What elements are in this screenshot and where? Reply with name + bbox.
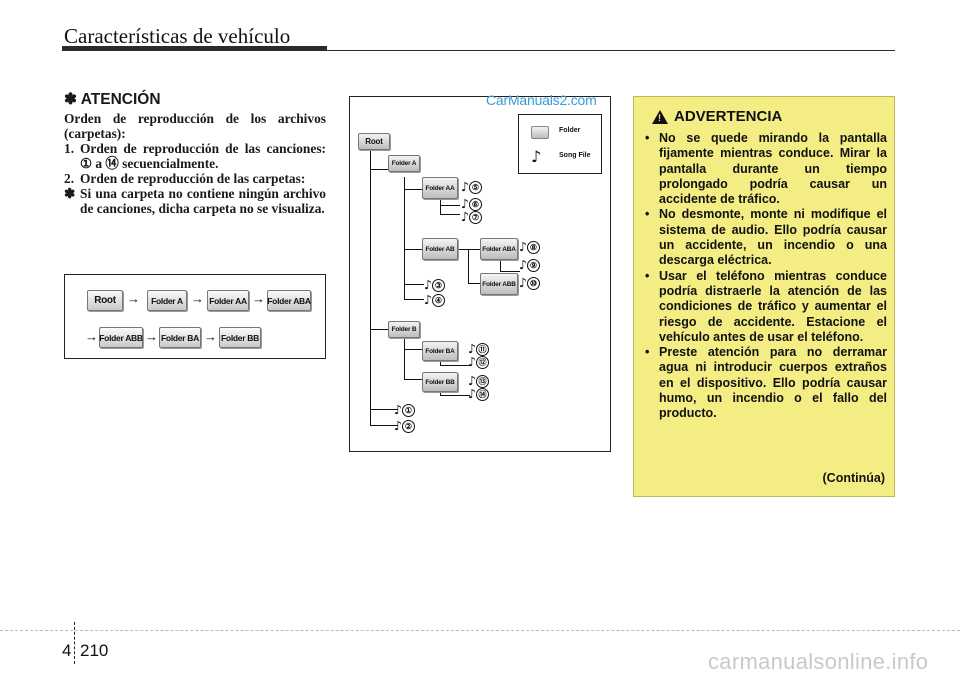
footer-separator [74,622,76,664]
page-header-title: Características de vehículo [64,24,291,48]
tree-line [440,214,460,215]
warning-heading: ! ADVERTENCIA [652,109,782,124]
flow-arrow: → [85,329,98,344]
tree-folder-root: Root [358,133,390,150]
warning-list: •No se quede mirando la pantalla fijamen… [643,131,887,422]
tree-line [370,425,398,426]
tree-line [404,299,424,300]
warning-item: •Usar el teléfono mientras conduce podrí… [645,268,887,344]
tree-song-3: ♪③ [424,278,445,292]
tree-line [442,249,480,250]
warning-title: ADVERTENCIA [674,108,783,125]
attention-title: ✽ ATENCIÓN [64,91,161,108]
tree-line [440,205,460,206]
tree-folder-bb: Folder BB [422,372,458,392]
tree-line [440,395,470,396]
flow-arrow: → [204,329,217,344]
continued-label: (Continúa) [822,471,885,485]
attention-intro: Orden de reproducción de los archivos (c… [64,111,326,141]
flow-folder-aba: Folder ABA [267,290,311,311]
tree-line [404,337,405,379]
tree-song-9: ♪⑨ [519,258,540,272]
tree-folder-a: Folder A [388,155,420,172]
tree-line [500,257,501,271]
tree-folder-aa: Folder AA [422,177,458,199]
tree-song-4: ♪④ [424,293,445,307]
flow-arrow: → [252,291,265,306]
tree-line [468,249,469,283]
tree-folder-abb: Folder ABB [480,273,518,295]
tree-line [404,284,424,285]
warning-item: •Preste atención para no derramar agua n… [645,345,887,421]
header-bar [62,46,327,51]
folder-tree-diagram: Root Folder A Folder AA Folder AB Folder… [349,96,611,452]
warning-item: •No se quede mirando la pantalla fijamen… [645,131,887,207]
tree-line [370,169,388,170]
tree-song-8: ♪⑧ [519,240,540,254]
tree-line [404,349,422,350]
folder-icon [531,126,549,139]
tree-line [500,271,520,272]
flow-arrow: → [127,291,140,306]
flow-folder-bb: Folder BB [219,327,261,348]
tree-line [404,189,422,190]
tree-line [404,177,405,299]
flow-folder-abb: Folder ABB [99,327,143,348]
attention-item-1: 1.Orden de reproducción de las canciones… [64,141,326,171]
flow-folder-root: Root [87,290,123,311]
attention-note: ✽ ATENCIÓN Orden de reproducción de los … [64,92,326,216]
flow-arrow: → [191,291,204,306]
tree-song-12: ♪⑫ [468,355,489,369]
tree-legend: Folder ♪ Song File [518,114,602,174]
flow-folder-a: Folder A [147,290,187,311]
tree-line [468,283,480,284]
tree-line [440,357,441,365]
flow-arrow: → [145,329,158,344]
watermark: CarManuals2.com [486,92,597,108]
tree-song-13: ♪⑬ [468,374,489,388]
attention-item-2: 2.Orden de reproducción de las carpetas: [64,171,306,186]
legend-folder-label: Folder [559,127,581,134]
tree-line [370,409,398,410]
tree-song-14: ♪⑭ [468,387,489,401]
tree-folder-ba: Folder BA [422,341,458,361]
tree-song-7: ♪⑦ [461,210,482,224]
tree-line [440,365,470,366]
chapter-number: 4 [62,641,72,660]
tree-song-10: ♪⑩ [519,276,540,290]
tree-line [404,249,422,250]
attention-item-3: ✽Si una carpeta no contiene ningún archi… [64,186,326,216]
tree-line [370,329,388,330]
footer-rule [0,630,960,631]
tree-line [404,379,422,380]
music-note-icon: ♪ [531,147,542,166]
tree-line [370,149,371,425]
tree-song-6: ♪⑥ [461,197,482,211]
folder-order-diagram: Root → Folder A → Folder AA → Folder ABA… [64,274,326,359]
warning-item: •No desmonte, monte ni modifique el sist… [645,207,887,268]
flow-folder-ba: Folder BA [159,327,201,348]
tree-song-5: ♪⑤ [461,180,482,194]
warning-triangle-icon: ! [652,109,668,124]
tree-folder-ab: Folder AB [422,238,458,260]
legend-song-label: Song File [559,152,591,159]
tree-folder-aba: Folder ABA [480,238,518,260]
warning-box: ! ADVERTENCIA •No se quede mirando la pa… [633,96,895,497]
site-watermark: carmanualsonline.info [708,649,929,674]
tree-song-11: ♪⑪ [468,342,489,356]
flow-folder-aa: Folder AA [207,290,249,311]
tree-folder-b: Folder B [388,321,420,338]
page-number: 210 [80,641,109,660]
header-rule [327,50,895,51]
tree-song-2: ♪② [394,419,415,433]
tree-song-1: ♪① [394,403,415,417]
